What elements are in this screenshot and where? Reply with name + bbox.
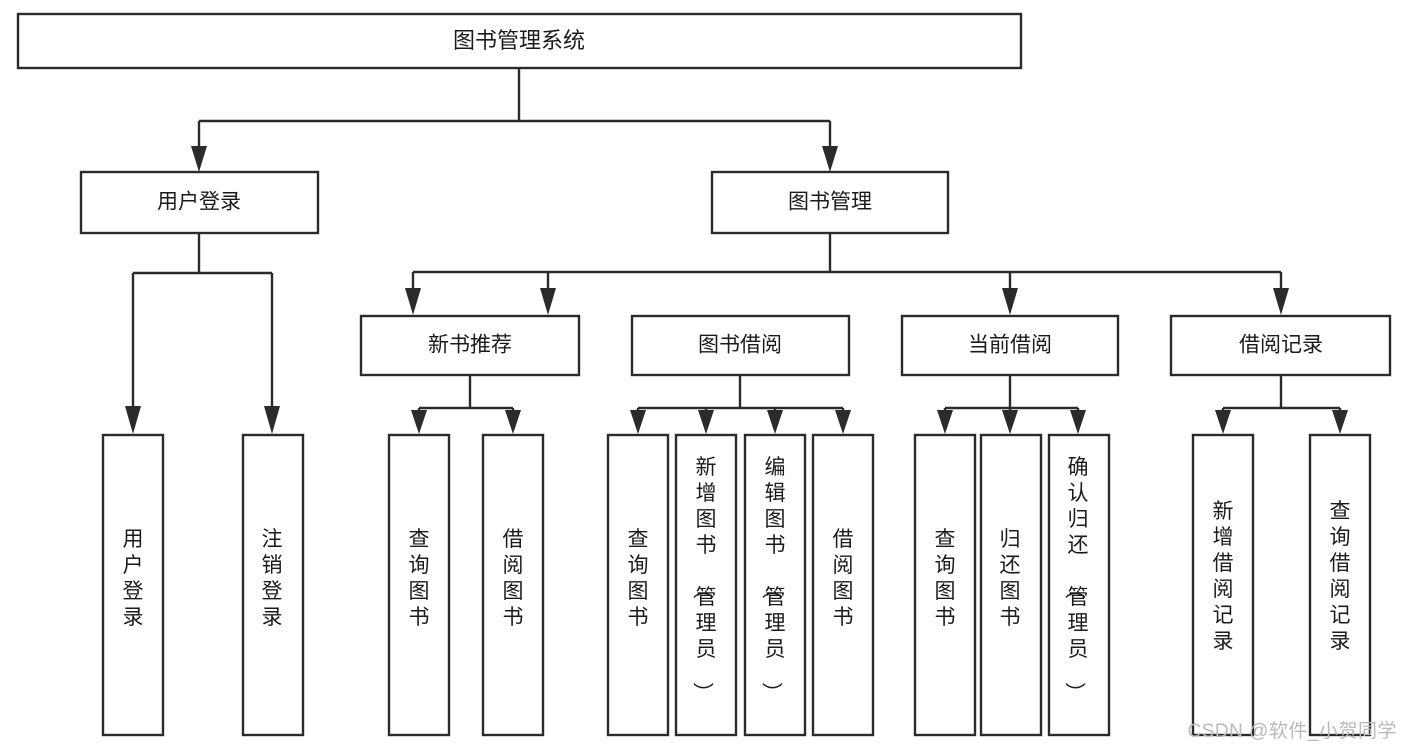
node-root-label: 图书管理系统 (453, 28, 585, 53)
node-book-management-label: 图书管理 (788, 191, 872, 214)
node-user-login[interactable]: 用户登录 (79, 170, 320, 235)
leaf-query-book-2[interactable] (606, 433, 670, 737)
leaf-query-record-box[interactable] (1308, 433, 1372, 737)
node-book-borrow[interactable]: 图书借阅 (630, 314, 851, 377)
csdn-watermark: CSDN @软件_小贺同学 (1187, 721, 1397, 742)
leaf-confirm-return-label: 确认归还（管理员） (1063, 456, 1089, 703)
leaf-add-record[interactable] (1191, 433, 1255, 737)
arrow-head-leaf-add-record (1215, 410, 1231, 434)
arrow-head-leaf-query-book-1 (411, 410, 427, 434)
node-borrow-record-label: 借阅记录 (1239, 334, 1323, 357)
arrow-head-new-book-recommend (405, 288, 421, 315)
leaf-add-record-box[interactable] (1191, 433, 1255, 737)
arrow-head-leaf-user-logout (264, 406, 280, 434)
leaf-return-book[interactable] (979, 433, 1043, 737)
leaf-query-book-2-label: 查询图书 (628, 528, 649, 629)
leaf-user-login[interactable] (101, 433, 165, 737)
node-book-management[interactable]: 图书管理 (710, 170, 950, 235)
leaf-query-book-3-label: 查询图书 (935, 528, 956, 629)
leaf-confirm-return-box[interactable] (1047, 433, 1111, 737)
arrow-head-current-borrow (1002, 288, 1018, 315)
node-book-management-box[interactable] (710, 170, 950, 235)
leaf-user-logout-label: 注销登录 (262, 528, 283, 629)
arrow-head-book-management (822, 146, 838, 172)
node-current-borrow-box[interactable] (900, 314, 1120, 377)
node-current-borrow-label: 当前借阅 (968, 334, 1052, 357)
leaf-add-book[interactable] (674, 433, 738, 737)
connector-layer (125, 68, 1348, 434)
node-book-borrow-label: 图书借阅 (698, 334, 782, 357)
arrow-head-borrow-record (1273, 288, 1289, 315)
arrow-head-book-borrow (540, 288, 556, 315)
arrow-head-leaf-user-login (125, 406, 141, 434)
arrow-head-leaf-borrow-book-2 (835, 410, 851, 434)
leaf-borrow-book-1-label: 借阅图书 (503, 528, 524, 629)
node-user-login-label: 用户登录 (157, 191, 241, 214)
leaf-edit-book-label: 编辑图书（管理员） (760, 456, 786, 703)
leaf-borrow-book-2-label: 借阅图书 (833, 528, 854, 629)
leaf-query-book-1-box[interactable] (387, 433, 451, 737)
leaf-user-logout-box[interactable] (241, 433, 305, 737)
leaf-label-layer: 用户登录 注销登录 查询图书 借阅图书 查询图书 新增图书（管理员） 编辑图书（… (123, 456, 1351, 703)
node-borrow-record[interactable]: 借阅记录 (1169, 314, 1392, 377)
leaf-user-logout[interactable] (241, 433, 305, 737)
leaf-borrow-book-2[interactable] (811, 433, 875, 737)
leaf-query-book-3[interactable] (913, 433, 977, 737)
arrow-head-user-login (191, 146, 207, 172)
arrow-head-leaf-return-book (1002, 410, 1018, 434)
leaf-user-login-box[interactable] (101, 433, 165, 737)
leaf-query-book-2-box[interactable] (606, 433, 670, 737)
arrow-head-leaf-query-book-2 (630, 410, 646, 434)
leaf-query-book-1[interactable] (387, 433, 451, 737)
arrow-head-leaf-borrow-book-1 (505, 410, 521, 434)
node-user-login-box[interactable] (79, 170, 320, 235)
arrow-head-leaf-confirm-return (1070, 410, 1086, 434)
leaf-return-book-label: 归还图书 (1000, 528, 1021, 629)
node-root[interactable]: 图书管理系统 (16, 12, 1023, 70)
leaf-add-record-label: 新增借阅记录 (1213, 500, 1234, 653)
leaf-query-record[interactable] (1308, 433, 1372, 737)
arrow-head-leaf-query-book-3 (937, 410, 953, 434)
leaf-add-book-box[interactable] (674, 433, 738, 737)
arrow-head-leaf-query-record (1332, 410, 1348, 434)
leaf-query-record-label: 查询借阅记录 (1330, 500, 1351, 653)
node-root-box[interactable] (16, 12, 1023, 70)
leaf-query-book-3-box[interactable] (913, 433, 977, 737)
leaf-borrow-book-1-box[interactable] (481, 433, 545, 737)
arrow-head-leaf-add-book (698, 410, 714, 434)
leaf-confirm-return[interactable] (1047, 433, 1111, 737)
leaf-add-book-label: 新增图书（管理员） (691, 456, 717, 703)
node-new-book-recommend-box[interactable] (359, 314, 581, 377)
leaf-borrow-book-2-box[interactable] (811, 433, 875, 737)
node-borrow-record-box[interactable] (1169, 314, 1392, 377)
leaf-return-book-box[interactable] (979, 433, 1043, 737)
node-book-borrow-box[interactable] (630, 314, 851, 377)
leaf-borrow-book-1[interactable] (481, 433, 545, 737)
node-current-borrow[interactable]: 当前借阅 (900, 314, 1120, 377)
leaf-user-login-label: 用户登录 (123, 528, 144, 629)
leaf-edit-book[interactable] (743, 433, 807, 737)
leaf-edit-book-box[interactable] (743, 433, 807, 737)
arrow-head-leaf-edit-book (767, 410, 783, 434)
leaf-query-book-1-label: 查询图书 (409, 528, 430, 629)
node-new-book-recommend-label: 新书推荐 (428, 334, 512, 357)
node-new-book-recommend[interactable]: 新书推荐 (359, 314, 581, 377)
